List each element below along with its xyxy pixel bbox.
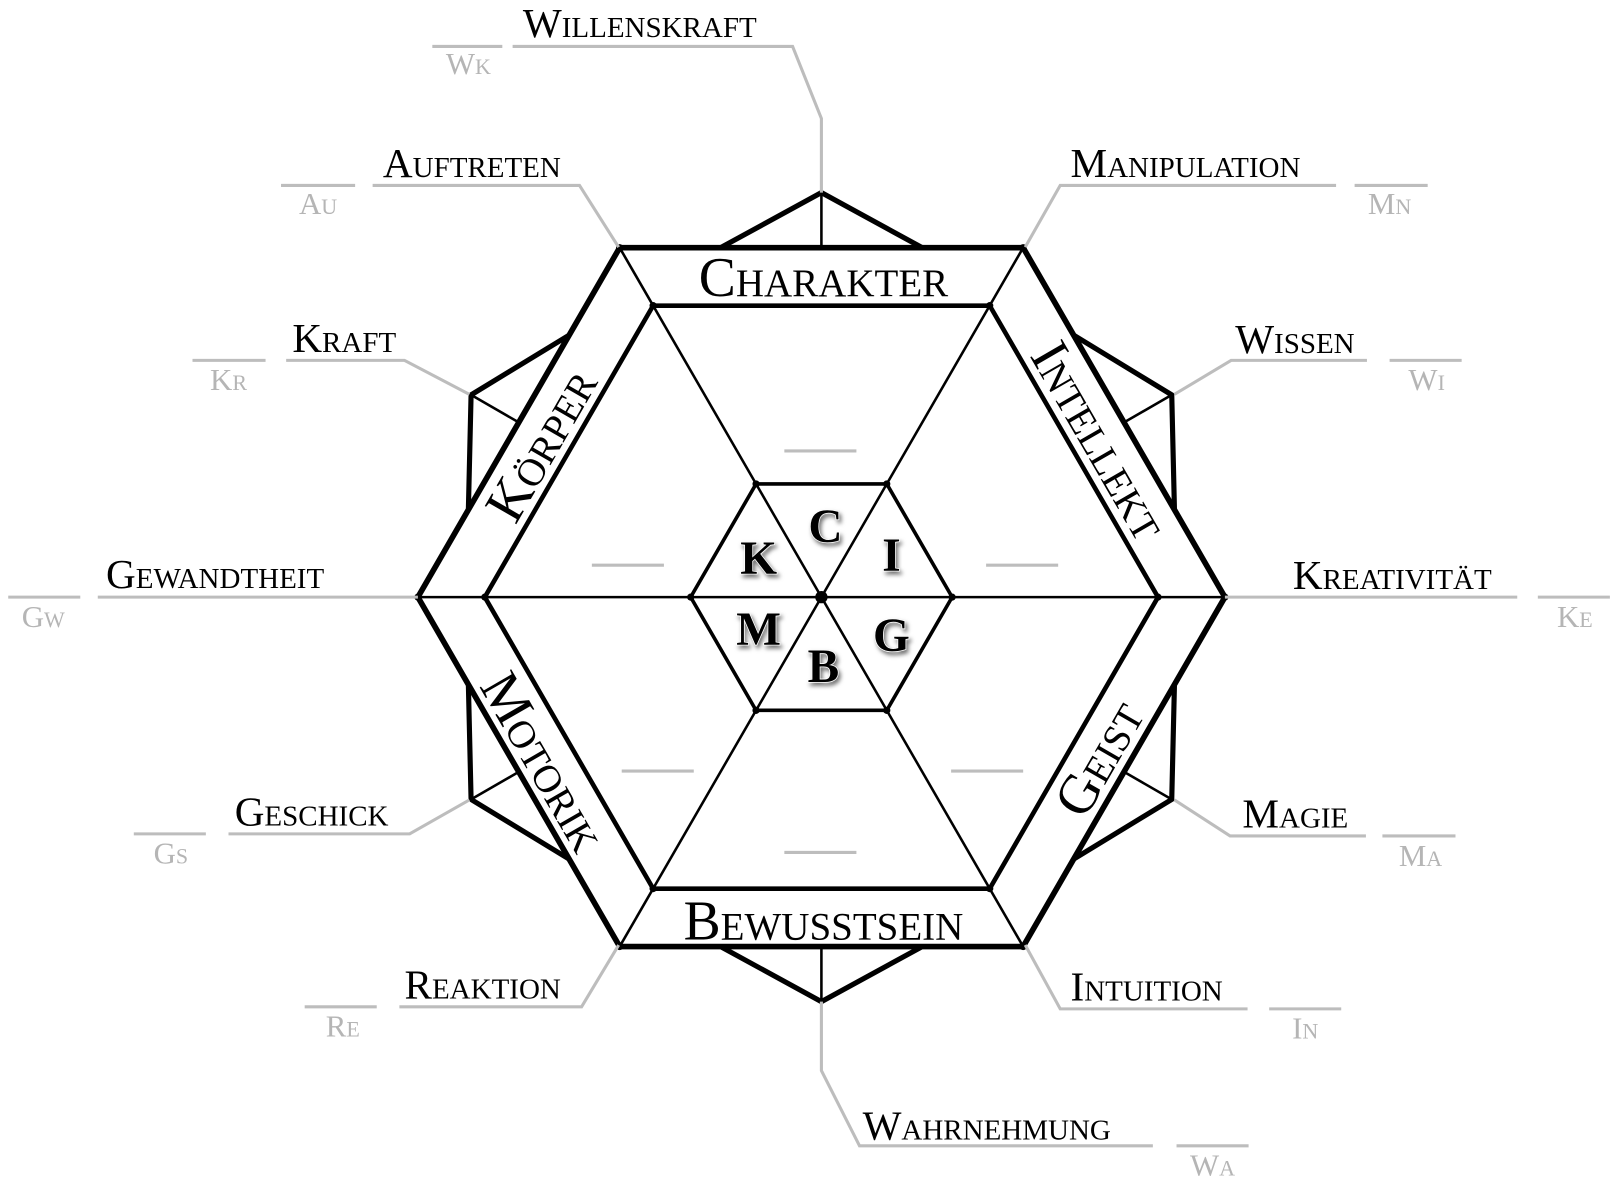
leader-reaktion	[399, 944, 620, 1009]
vertex-dot	[883, 480, 891, 488]
leader-kraft	[286, 358, 471, 396]
abbr-kraft: Kr	[210, 362, 247, 397]
vertex-dot	[752, 480, 760, 488]
star-point-radial-line	[470, 393, 519, 424]
leader-magie	[1173, 798, 1366, 838]
center-letter-c: C	[808, 501, 842, 553]
hexagon-geometry	[414, 189, 1229, 1005]
vertex-dot	[481, 593, 489, 601]
vertex-dot	[1154, 593, 1162, 601]
vertex-dot	[948, 593, 956, 601]
attribute-abbreviations: Wk Au Kr Gw Gs Re Wa In Ma Ke Wi Mn	[22, 46, 1593, 1182]
leader-intuition	[1023, 944, 1248, 1011]
label-magie: Magie	[1242, 791, 1348, 837]
abbr-wissen: Wi	[1408, 362, 1444, 397]
group-value-blanks	[591, 449, 1059, 854]
label-reaktion: Reaktion	[405, 962, 561, 1008]
label-auftreten: Auftreten	[383, 140, 561, 186]
leader-wissen	[1173, 358, 1367, 396]
attribute-labels: Willenskraft Auftreten Kraft Gewandtheit…	[106, 0, 1492, 1148]
vertex-dot	[986, 302, 994, 310]
label-wissen: Wissen	[1235, 316, 1354, 362]
leader-geschick	[228, 798, 471, 836]
center-letter-b: B	[808, 641, 840, 693]
abbr-kreativitaet: Ke	[1557, 599, 1593, 634]
leader-willenskraft	[512, 44, 823, 193]
abbr-manipulation: Mn	[1368, 186, 1411, 221]
vertex-dot	[883, 706, 891, 714]
group-label-bewusstsein: Bewusstsein	[684, 890, 964, 952]
group-label-charakter: Charakter	[699, 247, 948, 309]
attribute-value-blanks	[8, 44, 1610, 1148]
label-kraft: Kraft	[292, 315, 396, 361]
label-manipulation: Manipulation	[1071, 140, 1301, 186]
leader-auftreten	[372, 183, 620, 248]
vertex-dot	[986, 885, 994, 893]
vertex-dot	[752, 706, 760, 714]
label-wahrnehmung: Wahrnehmung	[863, 1103, 1111, 1149]
label-intuition: Intuition	[1071, 964, 1223, 1010]
label-gewandtheit: Gewandtheit	[106, 551, 324, 597]
vertex-dot	[649, 885, 657, 893]
leader-manipulation	[1023, 183, 1337, 248]
label-geschick: Geschick	[235, 789, 389, 835]
abbr-magie: Ma	[1399, 838, 1442, 873]
abbr-auftreten: Au	[299, 186, 337, 221]
label-willenskraft: Willenskraft	[523, 0, 757, 46]
leader-lines	[97, 44, 1518, 1148]
abbr-intuition: In	[1292, 1011, 1318, 1046]
star-point-radial-line	[470, 771, 519, 801]
center-letter-k: K	[740, 533, 777, 585]
vertex-dot	[649, 302, 657, 310]
abbr-geschick: Gs	[154, 836, 189, 871]
label-kreativitaet: Kreativität	[1293, 552, 1492, 598]
vertex-dot	[687, 593, 695, 601]
abbr-willenskraft: Wk	[446, 46, 491, 81]
center-letters: C I K M G B	[736, 500, 911, 694]
center-letter-i: I	[882, 530, 900, 582]
abbr-gewandtheit: Gw	[22, 599, 65, 634]
star-point-radial-line	[1123, 393, 1173, 424]
abbr-wahrnehmung: Wa	[1190, 1148, 1235, 1183]
abbr-reaktion: Re	[326, 1009, 360, 1044]
center-letter-m: M	[736, 604, 781, 656]
center-letter-g: G	[873, 610, 910, 662]
vertex-dot	[1221, 593, 1229, 601]
center-dot	[815, 590, 828, 604]
leader-wahrnehmung	[819, 1001, 1153, 1148]
star-point-radial-line	[1123, 771, 1173, 801]
vertex-dot	[1019, 942, 1027, 951]
